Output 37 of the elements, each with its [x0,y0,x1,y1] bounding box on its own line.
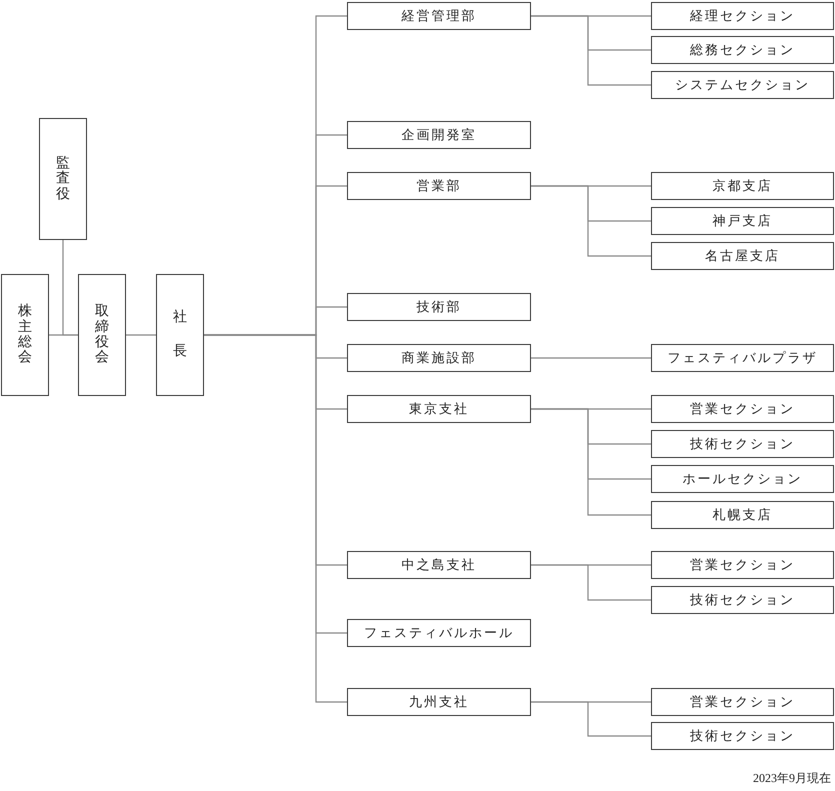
unit-box: 東京支社 [347,395,531,423]
unit-box: 商業施設部 [347,344,531,372]
connector-line [531,564,651,601]
unit-box: 京都支店 [651,172,834,200]
org-box: 株主総会 [1,274,49,396]
connector-line [531,15,651,86]
org-box: 社長 [156,274,204,396]
unit-box: 札幌支店 [651,501,834,529]
unit-box: 営業セクション [651,688,834,716]
unit-box: 技術セクション [651,586,834,614]
unit-box: フェスティバルプラザ [651,344,834,372]
unit-box: 経理セクション [651,2,834,30]
connector-line [126,334,156,336]
unit-box: 技術セクション [651,722,834,750]
unit-box: 技術部 [347,293,531,321]
unit-box: ホールセクション [651,465,834,493]
unit-box: 中之島支社 [347,551,531,579]
unit-box: フェスティバルホール [347,619,531,647]
connector-line [531,185,651,257]
connector-line [531,701,651,737]
unit-box: 営業セクション [651,395,834,423]
unit-box: 総務セクション [651,36,834,64]
unit-box: 神戸支店 [651,207,834,235]
unit-box: 企画開発室 [347,121,531,149]
unit-box: 九州支社 [347,688,531,716]
unit-box: 経営管理部 [347,2,531,30]
connector-line [531,408,651,516]
org-box: 取締役会 [78,274,126,396]
unit-box: システムセクション [651,71,834,99]
connector-line [62,240,78,336]
org-box: 監査役 [39,118,87,240]
date-note: 2023年9月現在 [753,770,831,787]
unit-box: 営業セクション [651,551,834,579]
connector-line [531,357,651,359]
unit-box: 名古屋支店 [651,242,834,270]
unit-box: 営業部 [347,172,531,200]
unit-box: 技術セクション [651,430,834,458]
